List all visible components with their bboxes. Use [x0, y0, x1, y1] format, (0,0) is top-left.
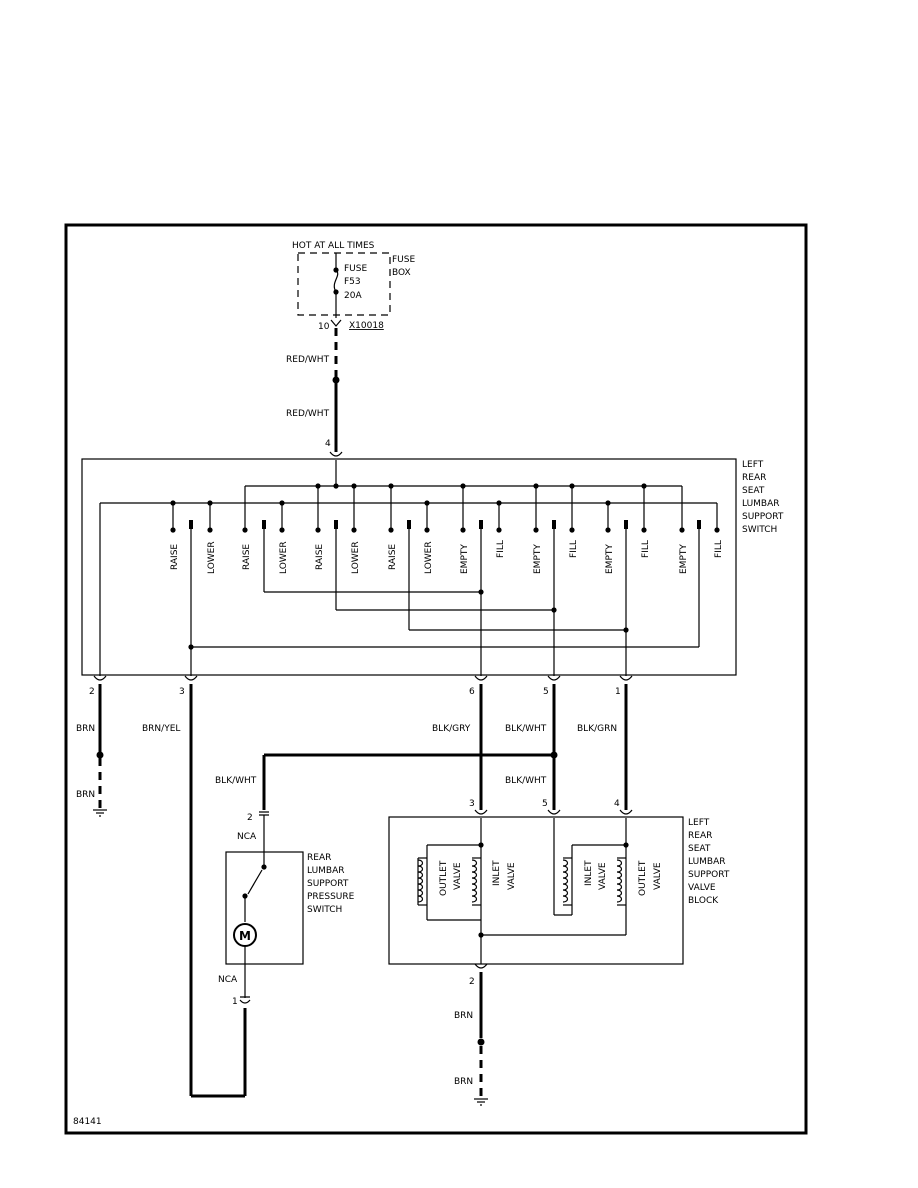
pump-name-2: LUMBAR — [307, 866, 345, 876]
outlet-valve-coil-1 — [417, 858, 424, 905]
fuse-label-3: 20A — [344, 291, 362, 301]
switch-name-2: REAR — [742, 473, 766, 483]
red-wht-label-2: RED/WHT — [286, 409, 330, 419]
valve-brn-label-1: BRN — [454, 1011, 473, 1021]
switch-pin-3: 3 — [179, 687, 185, 697]
valve-pin-2: 2 — [469, 977, 475, 987]
pump-name-4: PRESSURE — [307, 892, 355, 902]
valve-pin-3: 3 — [469, 799, 475, 809]
switch-blades — [189, 520, 701, 676]
switch-pin-2: 2 — [89, 687, 95, 697]
contact-label-16: FILL — [714, 540, 724, 558]
outlet-valve-coil-2 — [616, 859, 623, 903]
valve-name-5: SUPPORT — [688, 870, 730, 880]
valve-label-3: INLET — [492, 860, 502, 886]
contact-label-5: RAISE — [315, 544, 325, 570]
contact-label-7: RAISE — [388, 544, 398, 570]
valve-label-6: VALVE — [598, 862, 608, 890]
fuse-pin-label: 10 — [318, 322, 330, 332]
valve-name-6: VALVE — [688, 883, 716, 893]
valve-label-4: VALVE — [507, 862, 517, 890]
contact-label-9: EMPTY — [460, 544, 470, 574]
switch-box — [81, 458, 737, 676]
pump-name-3: SUPPORT — [307, 879, 349, 889]
contact-label-15: EMPTY — [679, 544, 689, 574]
valve-label-7: OUTLET — [638, 860, 648, 896]
ground-icon-right — [474, 1098, 488, 1106]
motor-label: M — [239, 929, 251, 943]
contact-label-11: EMPTY — [533, 544, 543, 574]
contact-label-10: FILL — [496, 540, 506, 558]
valve-label-5: INLET — [584, 860, 594, 886]
pressure-switch-box — [225, 851, 304, 965]
fuse-box-label-1: FUSE — [392, 255, 415, 265]
brn-label-2: BRN — [76, 790, 95, 800]
valve-label-1: OUTLET — [439, 860, 449, 896]
valve-block — [388, 816, 684, 965]
contact-label-13: EMPTY — [605, 544, 615, 574]
fuse-box-outline — [297, 252, 391, 316]
fuse-box-label-2: BOX — [392, 268, 411, 278]
contact-label-3: RAISE — [242, 544, 252, 570]
nca-label-top: NCA — [237, 832, 257, 842]
figure-id: 84141 — [73, 1117, 102, 1127]
contact-label-4: LOWER — [279, 541, 289, 574]
valve-pin-5: 5 — [542, 799, 548, 809]
switch-name-3: SEAT — [742, 486, 765, 496]
valve-name-7: BLOCK — [688, 896, 719, 906]
valve-name-4: LUMBAR — [688, 857, 726, 867]
switch-pin-1: 1 — [615, 687, 621, 697]
contact-label-12: FILL — [569, 540, 579, 558]
valve-name-3: SEAT — [688, 844, 711, 854]
nca-label-bottom: NCA — [218, 975, 238, 985]
valve-label-8: VALVE — [653, 862, 663, 890]
blk-wht-label-3: BLK/WHT — [505, 776, 547, 786]
diagram-frame — [64, 223, 808, 1135]
blk-wht-label-1: BLK/WHT — [505, 724, 547, 734]
pump-name-5: SWITCH — [307, 905, 342, 915]
blk-grn-label: BLK/GRN — [577, 724, 617, 734]
fuse-label-2: F53 — [344, 277, 361, 287]
connector-label: X10018 — [349, 321, 384, 331]
valve-label-2: VALVE — [453, 862, 463, 890]
pump-name-1: REAR — [307, 853, 331, 863]
valve-name-1: LEFT — [688, 818, 710, 828]
inlet-valve-coil-1 — [471, 859, 478, 903]
pump-pin-top: 2 — [247, 813, 253, 823]
blk-wht-label-2: BLK/WHT — [215, 776, 257, 786]
switch-name-1: LEFT — [742, 460, 764, 470]
valve-brn-label-2: BRN — [454, 1077, 473, 1087]
contact-label-6: LOWER — [351, 541, 361, 574]
valve-name-2: REAR — [688, 831, 712, 841]
switch-pin-5: 5 — [543, 687, 549, 697]
contact-label-8: LOWER — [424, 541, 434, 574]
fuse-symbol — [333, 269, 339, 293]
inlet-valve-coil-2 — [562, 859, 569, 903]
contact-label-14: FILL — [641, 540, 651, 558]
red-wht-label-1: RED/WHT — [286, 355, 330, 365]
hot-at-all-times-label: HOT AT ALL TIMES — [292, 241, 375, 251]
switch-name-5: SUPPORT — [742, 512, 784, 522]
switch-pin-6: 6 — [469, 687, 475, 697]
fuse-label-1: FUSE — [344, 264, 367, 274]
valve-pin-4: 4 — [614, 799, 620, 809]
contact-label-1: RAISE — [170, 544, 180, 570]
switch-name-6: SWITCH — [742, 525, 777, 535]
pressure-switch-blade — [247, 869, 263, 895]
switch-pin-top: 4 — [325, 439, 331, 449]
blk-gry-label: BLK/GRY — [432, 724, 471, 734]
brn-label-1: BRN — [76, 724, 95, 734]
ground-icon-left — [93, 809, 107, 817]
brn-yel-label: BRN/YEL — [142, 724, 180, 734]
pump-pin-bottom: 1 — [232, 997, 238, 1007]
switch-name-4: LUMBAR — [742, 499, 780, 509]
contact-label-2: LOWER — [207, 541, 217, 574]
